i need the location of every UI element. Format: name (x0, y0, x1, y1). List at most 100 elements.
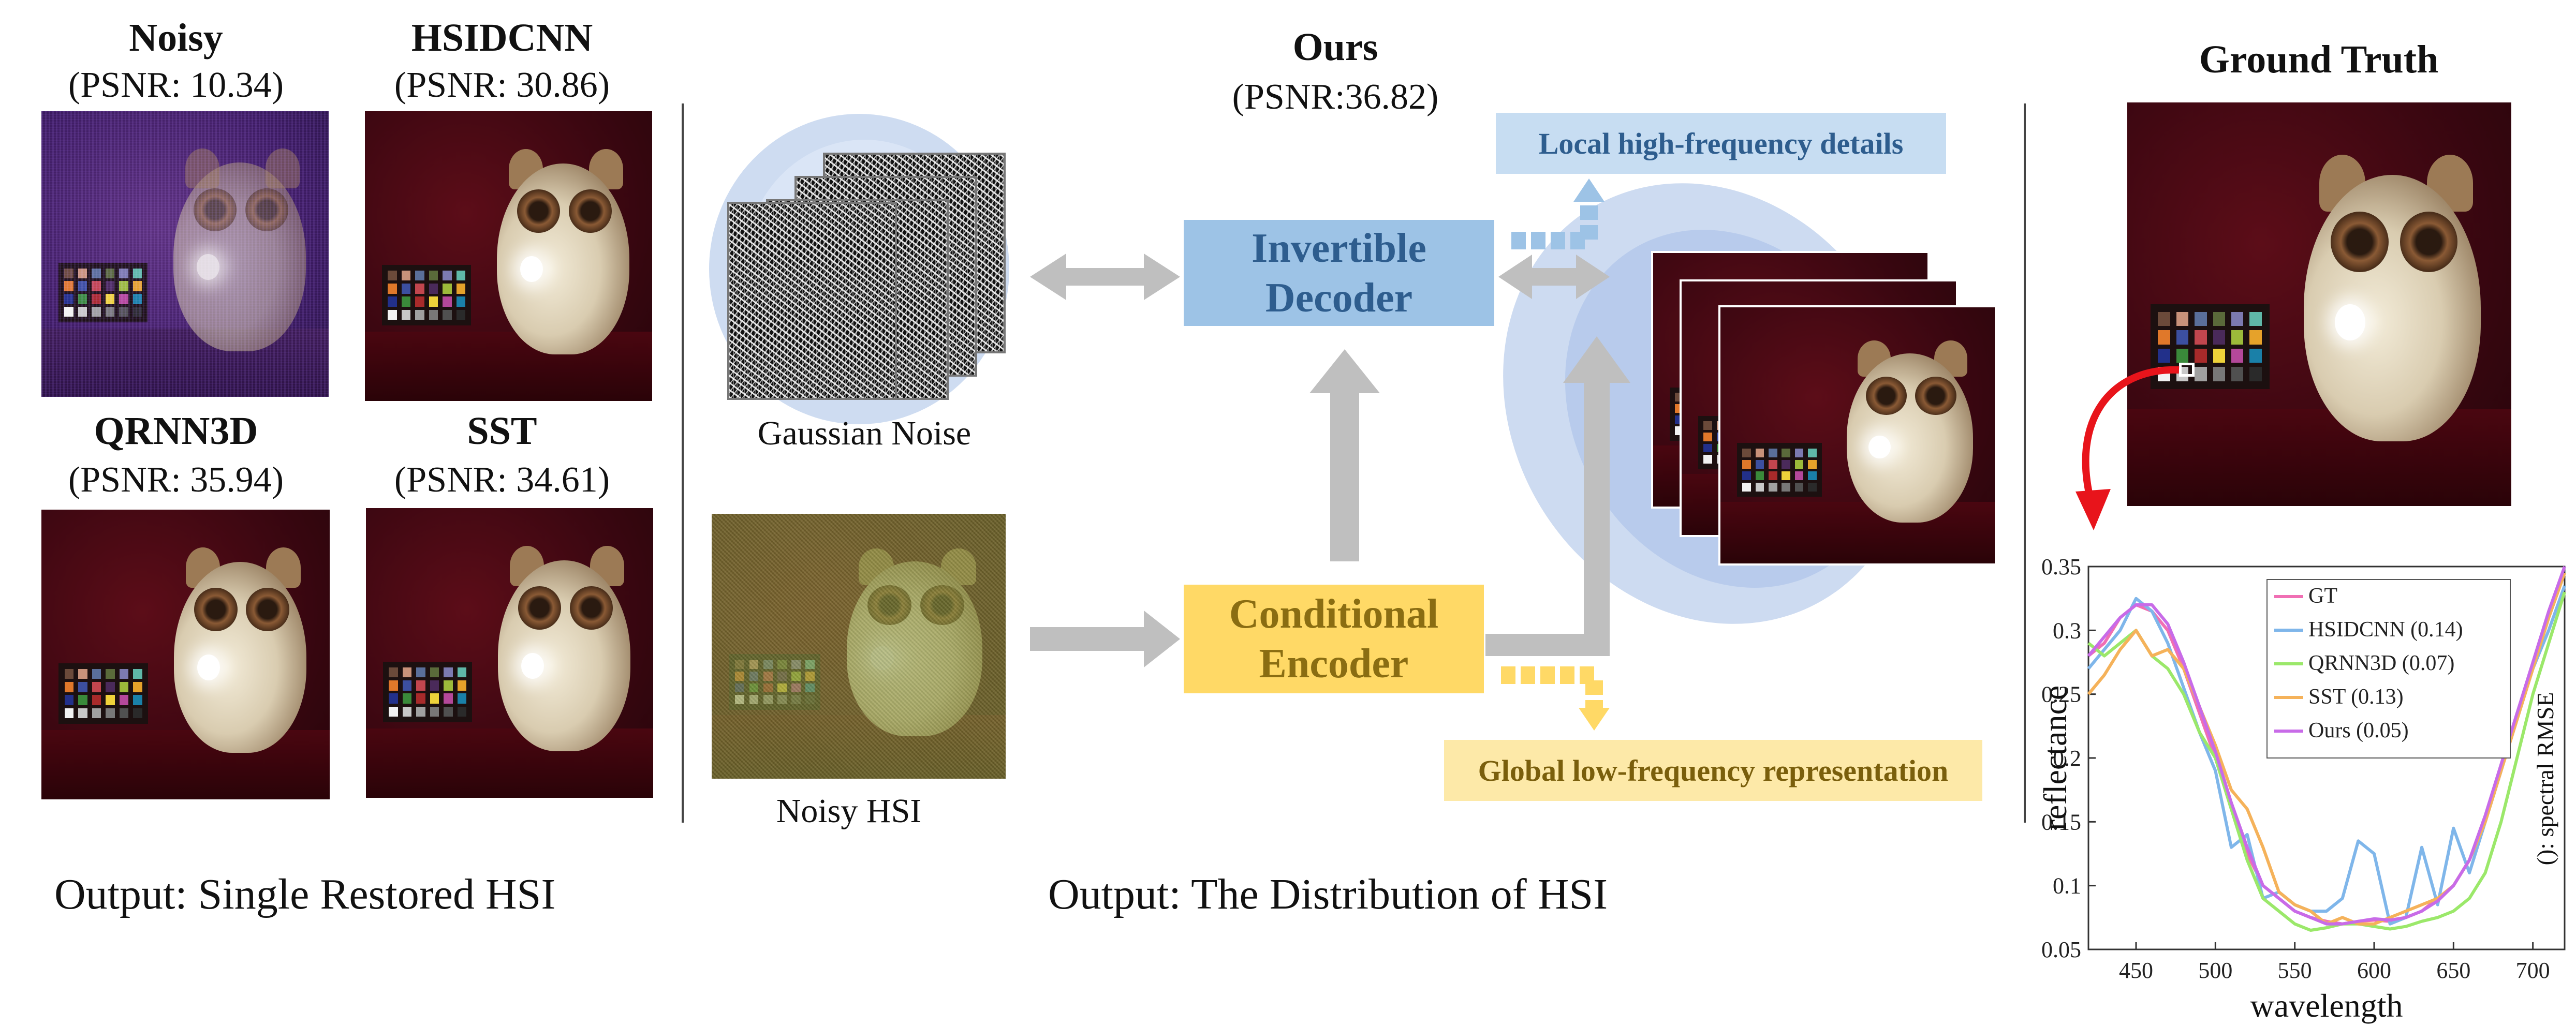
color-checker-swatch (1755, 482, 1764, 492)
color-checker-swatch (105, 294, 115, 304)
color-checker-swatch (119, 294, 128, 304)
color-checker-swatch (401, 309, 411, 320)
qrnn3d-image (41, 510, 330, 799)
sst-title: SST (467, 409, 537, 453)
color-checker-swatch (415, 296, 424, 307)
color-checker-swatch (457, 693, 467, 704)
color-checker-swatch (133, 281, 142, 291)
y-tick-label: 0.3 (2053, 618, 2081, 643)
color-checker-swatch (119, 268, 128, 278)
color-checker-swatch (2195, 330, 2207, 345)
color-checker-swatch (1703, 421, 1713, 430)
color-checker-swatch (444, 667, 453, 678)
legend-label: QRNN3D (0.07) (2308, 651, 2454, 675)
color-checker-swatch (429, 270, 438, 281)
color-checker-swatch (1794, 448, 1804, 457)
color-checker-swatch (389, 706, 398, 717)
color-checker-swatch (92, 294, 101, 304)
noisy-psnr: (PSNR: 10.34) (68, 65, 284, 105)
y-tick-label: 0.15 (2041, 809, 2081, 835)
output-sample-1 (1718, 305, 1997, 566)
color-checker-swatch (2231, 330, 2244, 345)
callout-arrow (2075, 366, 2180, 530)
color-checker-swatch (64, 668, 74, 679)
color-checker-swatch (64, 682, 74, 692)
color-checker-swatch (78, 668, 87, 679)
color-checker-swatch (133, 695, 142, 705)
color-checker-swatch (1768, 471, 1777, 480)
color-checker-swatch (2176, 348, 2189, 363)
arrow-noise-decoder (1030, 254, 1180, 300)
color-checker-swatch (401, 270, 411, 281)
color-checker-swatch (1768, 459, 1777, 469)
color-checker-swatch (78, 307, 87, 317)
color-checker-swatch (92, 281, 101, 291)
color-checker-swatch (1782, 482, 1790, 492)
color-checker-swatch (2195, 311, 2207, 326)
color-checker-swatch (78, 695, 87, 705)
color-checker-swatch (456, 270, 466, 281)
color-checker-swatch (2213, 330, 2225, 345)
divider-right (2024, 103, 2026, 823)
series-line (2087, 566, 2566, 926)
ground-truth-title: Ground Truth (2199, 38, 2439, 81)
color-checker-swatch (1703, 443, 1713, 453)
color-checker-swatch (444, 680, 453, 691)
y-tick-label: 0.05 (2041, 937, 2081, 962)
color-checker-swatch (443, 296, 452, 307)
color-checker-swatch (105, 268, 115, 278)
flow-arrows (1030, 254, 1630, 667)
color-checker-swatch (1807, 471, 1817, 480)
color-checker-swatch (430, 667, 439, 678)
hsidcnn-image (365, 111, 652, 401)
color-checker-swatch (444, 693, 453, 704)
color-checker-swatch (2158, 330, 2170, 345)
local-connector (1511, 179, 1605, 249)
left-caption: Output: Single Restored HSI (54, 870, 556, 918)
x-tick-label: 450 (2119, 958, 2153, 983)
color-checker-swatch (388, 309, 397, 320)
color-checker-swatch (92, 268, 101, 278)
color-checker-swatch (105, 307, 115, 317)
color-checker-swatch (1794, 482, 1804, 492)
color-checker-swatch (402, 667, 412, 678)
arrow-noisy-encoder (1030, 611, 1180, 667)
color-checker-swatch (106, 668, 115, 679)
color-checker-swatch (429, 309, 438, 320)
color-checker-swatch (64, 281, 73, 291)
color-checker-swatch (92, 682, 101, 692)
color-checker-swatch (119, 281, 128, 291)
color-checker-swatch (2249, 367, 2262, 381)
color-checker-swatch (106, 682, 115, 692)
color-checker-swatch (456, 296, 466, 307)
color-checker-swatch (1782, 471, 1790, 480)
encoder-label-line2: Encoder (1259, 641, 1409, 687)
color-checker-swatch (401, 284, 411, 294)
global-connector-head (1579, 708, 1610, 731)
hsidcnn-title: HSIDCNN (411, 16, 593, 60)
noisy-image (41, 111, 329, 397)
color-checker-swatch (430, 680, 439, 691)
color-checker-swatch (1807, 459, 1817, 469)
color-checker-swatch (106, 708, 115, 719)
color-checker-swatch (457, 667, 467, 678)
y-tick-label: 0.25 (2041, 682, 2081, 707)
ours-psnr: (PSNR:36.82) (1232, 77, 1439, 117)
color-checker-swatch (2158, 348, 2170, 363)
x-tick-label: 550 (2278, 958, 2312, 983)
color-checker-swatch (105, 281, 115, 291)
color-checker-swatch (401, 296, 411, 307)
local-connector-head (1573, 179, 1605, 202)
color-checker-swatch (1807, 482, 1817, 492)
side-note: (): spectral RMSE (2532, 692, 2558, 866)
middle-caption: Output: The Distribution of HSI (1048, 870, 1608, 918)
color-checker-swatch (78, 708, 87, 719)
color-checker-swatch (1807, 448, 1817, 457)
qrnn3d-psnr: (PSNR: 35.94) (68, 460, 284, 500)
y-axis-label: reflectance (2037, 686, 2073, 831)
color-checker-swatch (2231, 367, 2244, 381)
color-checker-swatch (133, 294, 142, 304)
color-checker-swatch (92, 307, 101, 317)
noise-layer-0 (727, 202, 897, 400)
